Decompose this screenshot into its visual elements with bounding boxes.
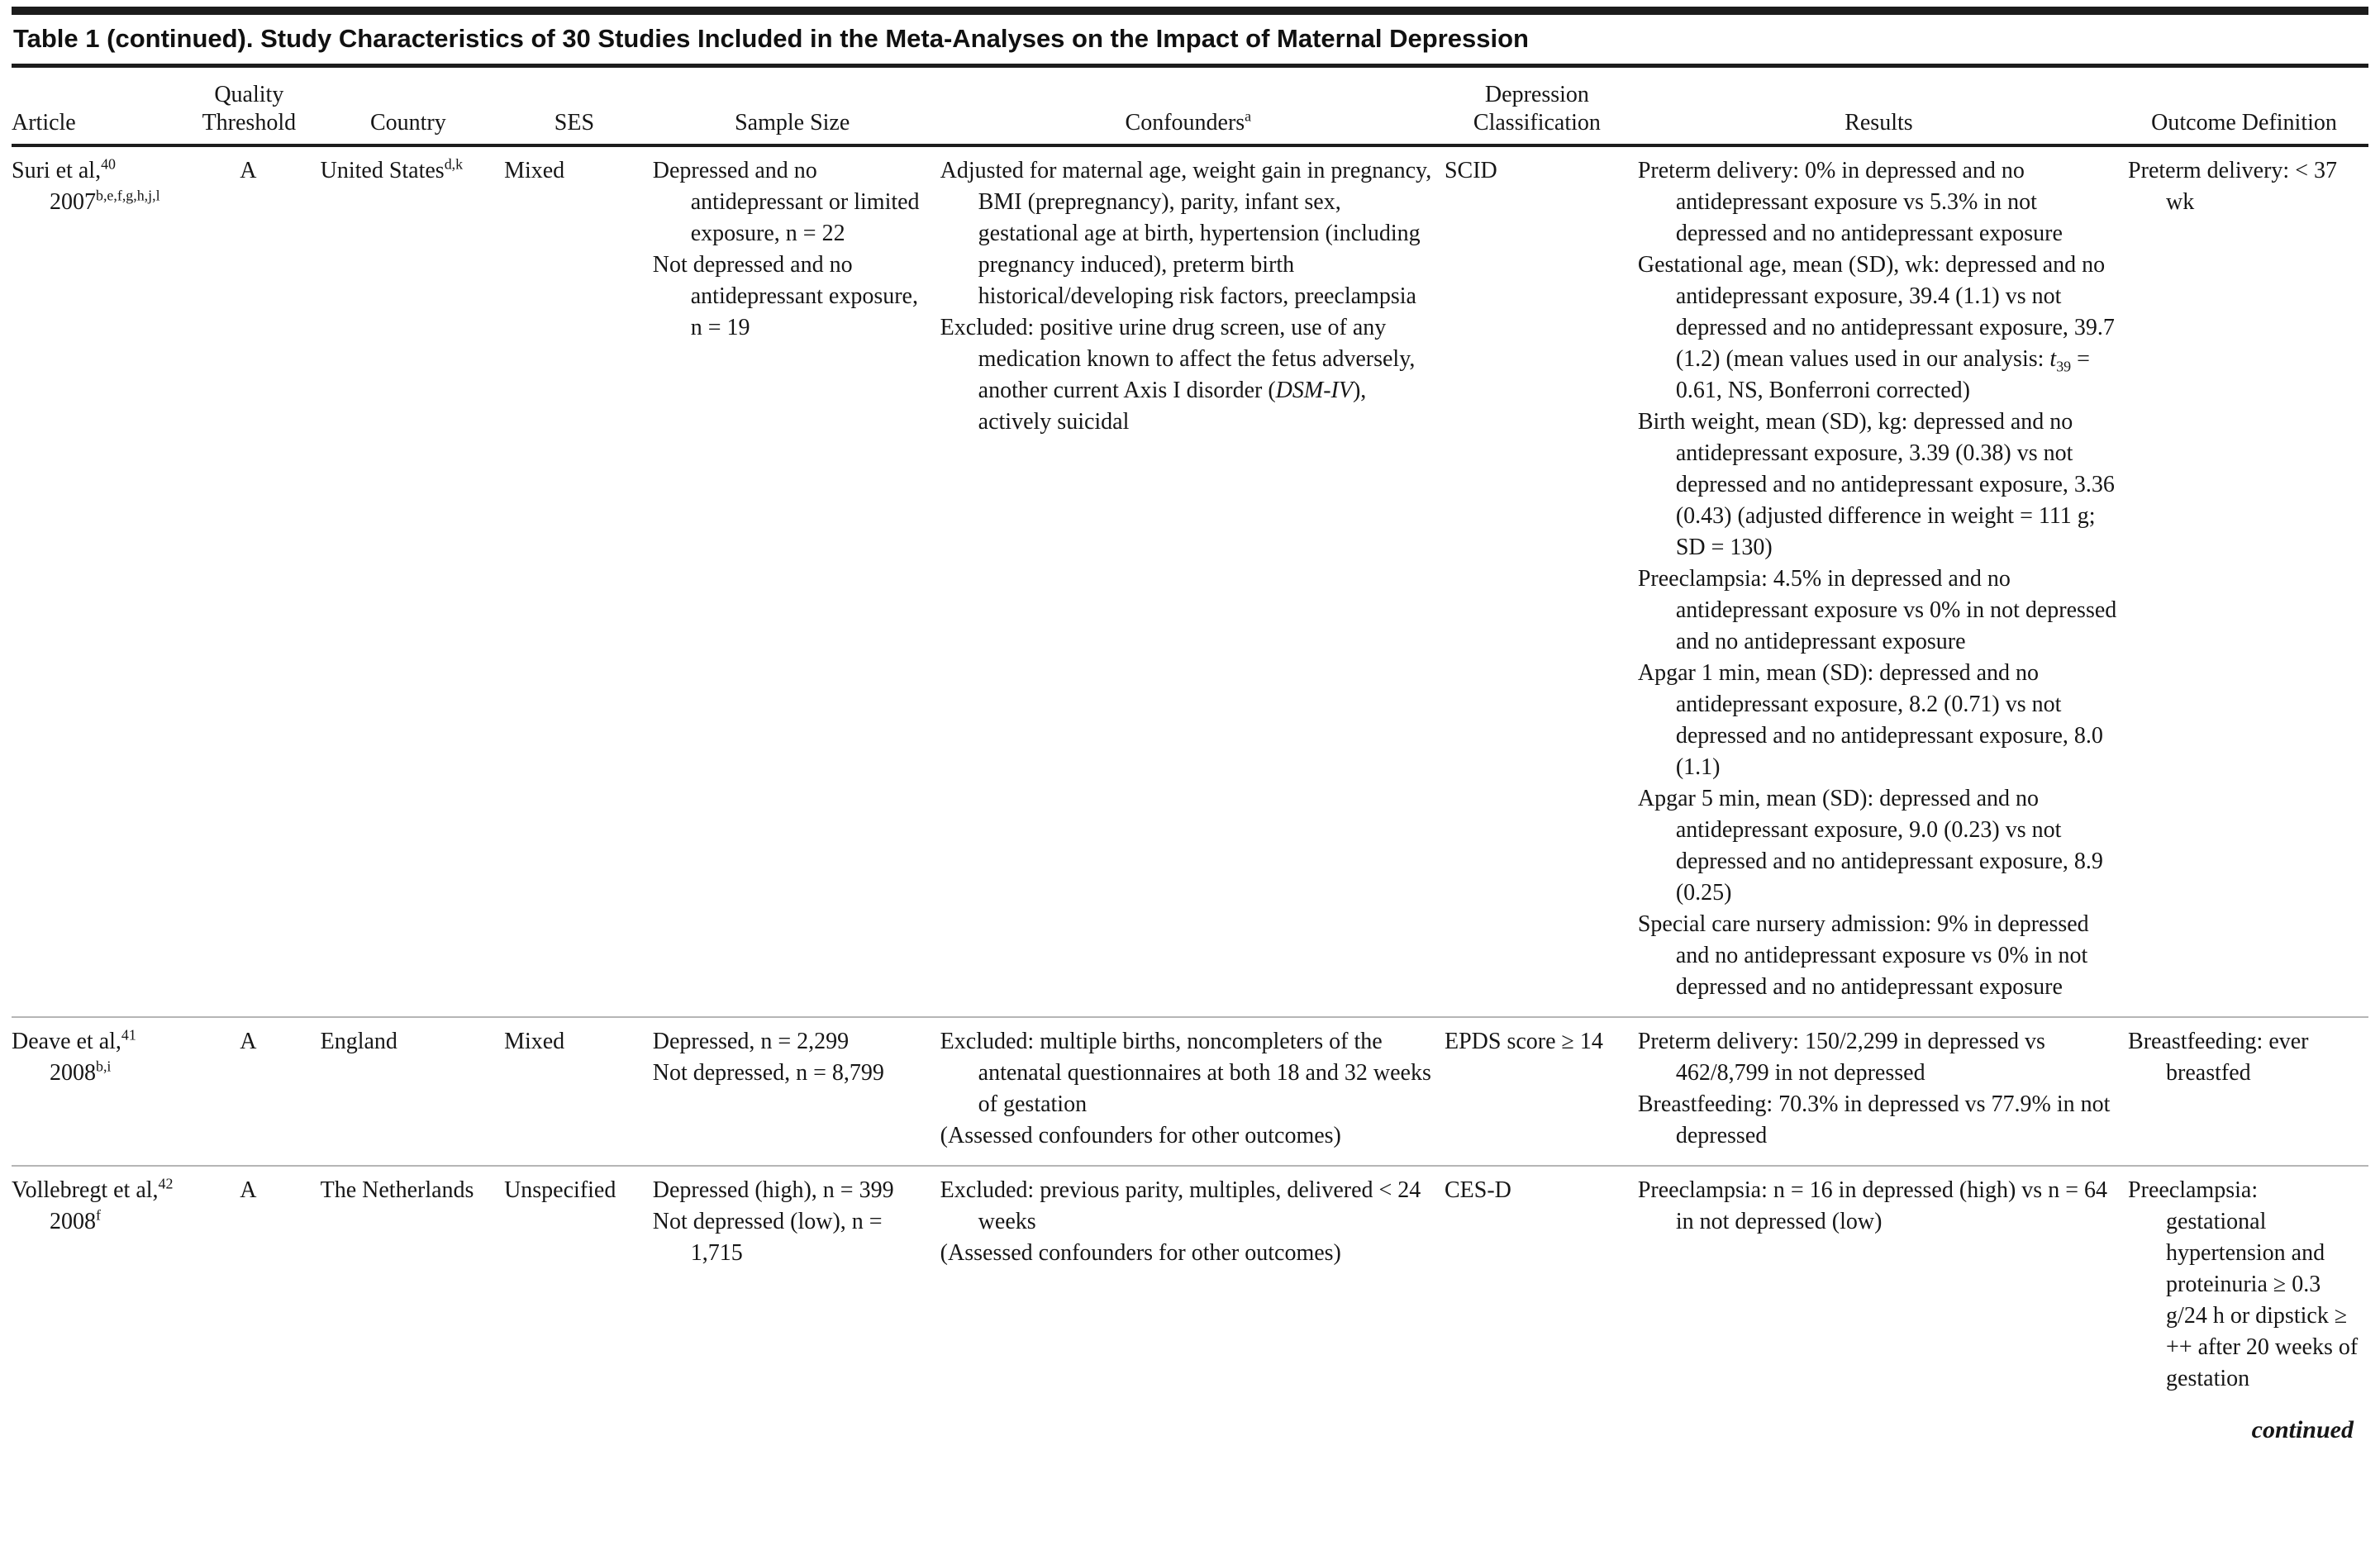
column-header-results: Results (1844, 110, 1913, 136)
header-row: Article Quality Threshold Country SES Sa… (12, 68, 2368, 145)
cell-paragraph: Deave et al,41 2008b,i (12, 1026, 136, 1086)
column-header-outcome-definition: Outcome Definition (2151, 110, 2337, 136)
cell-paragraph: CES-D (1444, 1177, 1511, 1203)
cell-article: Suri et al,40 2007b,e,f,g,h,j,l (12, 145, 186, 1017)
cell-paragraph: Apgar 5 min, mean (SD): depressed and no… (1637, 786, 2103, 906)
page: Table 1 (continued). Study Characteristi… (12, 7, 2368, 1443)
cell-paragraph: Mixed (504, 158, 565, 183)
cell-paragraph: Vollebregt et al,42 2008f (12, 1175, 174, 1234)
cell-paragraph: (Assessed confounders for other outcomes… (940, 1240, 1341, 1266)
cell-paragraph: Preterm delivery: 150/2,299 in depressed… (1637, 1029, 2045, 1086)
column-header-country: Country (369, 110, 446, 136)
column-header-depression-classification: Depression Classification (1473, 82, 1601, 136)
cell-paragraph: Excluded: positive urine drug screen, us… (940, 315, 1416, 435)
cell-results: Preterm delivery: 150/2,299 in depressed… (1638, 1017, 2128, 1166)
cell-paragraph: Birth weight, mean (SD), kg: depressed a… (1637, 409, 2115, 560)
column-header-quality-threshold: Quality Threshold (202, 82, 297, 136)
cell-paragraph: Excluded: multiple births, noncompleters… (940, 1029, 1431, 1117)
cell-depression-classification: SCID (1445, 145, 1638, 1017)
cell-paragraph: Depressed and no antidepressant or limit… (652, 158, 920, 246)
table-row-vollebregt: Vollebregt et al,42 2008f A The Netherla… (12, 1166, 2368, 1408)
column-header-ses: SES (554, 110, 595, 136)
cell-outcome-definition: Preterm delivery: < 37 wk (2128, 145, 2368, 1017)
cell-paragraph: Special care nursery admission: 9% in de… (1637, 911, 2089, 1000)
cell-paragraph: EPDS score ≥ 14 (1444, 1029, 1603, 1054)
cell-paragraph: Breastfeeding: 70.3% in depressed vs 77.… (1637, 1091, 2111, 1148)
cell-outcome-definition: Breastfeeding: ever breastfed (2128, 1017, 2368, 1166)
continued-marker: continued (2251, 1416, 2354, 1443)
cell-paragraph: Gestational age, mean (SD), wk: depresse… (1637, 252, 2115, 403)
cell-paragraph: Apgar 1 min, mean (SD): depressed and no… (1637, 660, 2103, 780)
cell-paragraph: Suri et al,40 2007b,e,f,g,h,j,l (12, 155, 160, 215)
cell-paragraph: Preterm delivery: < 37 wk (2128, 158, 2337, 215)
cell-quality-threshold: A (240, 1029, 257, 1054)
cell-paragraph: Not depressed and no antidepressant expo… (652, 252, 918, 340)
cell-depression-classification: EPDS score ≥ 14 (1445, 1017, 1638, 1166)
cell-paragraph: Depressed (high), n = 399 (652, 1177, 894, 1203)
cell-paragraph: Mixed (504, 1029, 565, 1054)
table-row-deave: Deave et al,41 2008b,i A England Mixed D… (12, 1017, 2368, 1166)
cell-confounders: Adjusted for maternal age, weight gain i… (940, 145, 1445, 1017)
cell-ses: Mixed (504, 1017, 653, 1166)
cell-paragraph: Unspecified (504, 1177, 616, 1203)
column-header-confounders: Confoundersa (1125, 107, 1252, 136)
column-header-sample-size: Sample Size (735, 110, 850, 136)
cell-depression-classification: CES-D (1445, 1166, 1638, 1408)
cell-paragraph: United Statesd,k (320, 155, 464, 183)
cell-country: England (321, 1017, 504, 1166)
cell-outcome-definition: Preeclampsia: gestational hypertension a… (2128, 1166, 2368, 1408)
cell-article: Deave et al,41 2008b,i (12, 1017, 186, 1166)
cell-paragraph: Depressed, n = 2,299 (652, 1029, 850, 1054)
cell-country: The Netherlands (321, 1166, 504, 1408)
cell-article: Vollebregt et al,42 2008f (12, 1166, 186, 1408)
column-header-article: Article (12, 110, 76, 136)
table-body: Suri et al,40 2007b,e,f,g,h,j,l A United… (12, 145, 2368, 1408)
cell-ses: Unspecified (504, 1166, 653, 1408)
cell-paragraph: Breastfeeding: ever breastfed (2128, 1029, 2309, 1086)
cell-paragraph: SCID (1444, 158, 1497, 183)
cell-sample-size: Depressed and no antidepressant or limit… (653, 145, 940, 1017)
top-rule (12, 7, 2368, 15)
cell-paragraph: Preeclampsia: n = 16 in depressed (high)… (1637, 1177, 2107, 1234)
table-row-suri: Suri et al,40 2007b,e,f,g,h,j,l A United… (12, 145, 2368, 1017)
cell-quality-threshold: A (240, 158, 257, 183)
cell-paragraph: Preeclampsia: gestational hypertension a… (2128, 1177, 2359, 1391)
cell-country: United Statesd,k (321, 145, 504, 1017)
cell-paragraph: The Netherlands (320, 1177, 474, 1203)
cell-results: Preterm delivery: 0% in depressed and no… (1638, 145, 2128, 1017)
cell-paragraph: (Assessed confounders for other outcomes… (940, 1123, 1341, 1148)
cell-quality-threshold: A (240, 1177, 257, 1203)
table-title: Table 1 (continued). Study Characteristi… (12, 15, 2368, 68)
cell-results: Preeclampsia: n = 16 in depressed (high)… (1638, 1166, 2128, 1408)
cell-confounders: Excluded: previous parity, multiples, de… (940, 1166, 1445, 1408)
cell-paragraph: Adjusted for maternal age, weight gain i… (940, 158, 1432, 309)
table-header: Article Quality Threshold Country SES Sa… (12, 68, 2368, 145)
cell-paragraph: Not depressed (low), n = 1,715 (652, 1209, 883, 1266)
cell-confounders: Excluded: multiple births, noncompleters… (940, 1017, 1445, 1166)
study-characteristics-table: Article Quality Threshold Country SES Sa… (12, 68, 2368, 1408)
cell-paragraph: England (320, 1029, 397, 1054)
cell-paragraph: Not depressed, n = 8,799 (652, 1060, 884, 1086)
cell-paragraph: Preeclampsia: 4.5% in depressed and no a… (1637, 566, 2117, 654)
cell-ses: Mixed (504, 145, 653, 1017)
cell-paragraph: Excluded: previous parity, multiples, de… (940, 1177, 1421, 1234)
cell-paragraph: Preterm delivery: 0% in depressed and no… (1637, 158, 2063, 246)
